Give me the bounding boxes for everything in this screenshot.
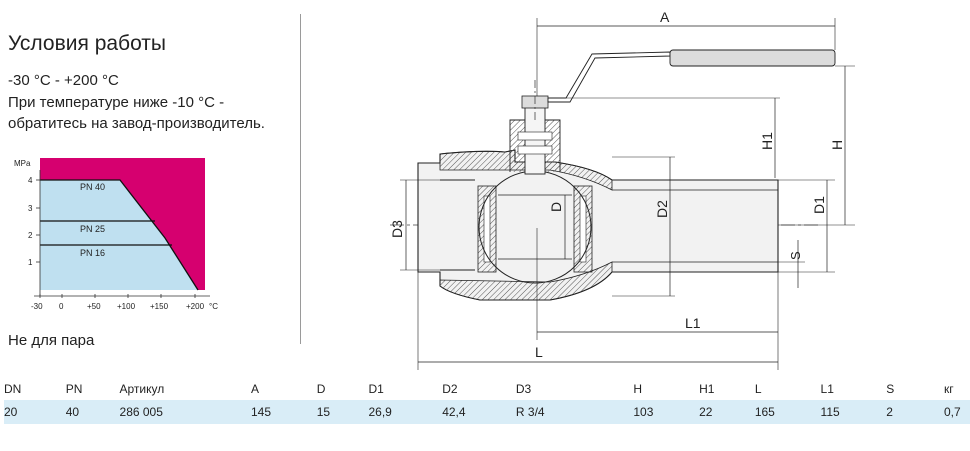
cell-d: 15 xyxy=(316,400,369,424)
y-tick-label: 3 xyxy=(28,204,33,213)
cell-l1: 115 xyxy=(820,400,887,424)
pn25-label: PN 25 xyxy=(80,224,105,234)
conditions-title: Условия работы xyxy=(8,32,167,55)
cell-h1: 22 xyxy=(699,400,755,424)
header-d2: D2 xyxy=(442,382,458,396)
table-row: 20 40 286 005 145 15 26,9 42,4 R 3/4 103… xyxy=(4,400,970,424)
header-kg: кг xyxy=(943,382,954,396)
cell-d1: 26,9 xyxy=(368,400,443,424)
header-a: A xyxy=(251,382,260,396)
temperature-note-line2: обратитесь на завод-производитель. xyxy=(8,115,265,132)
dim-label-h1: H1 xyxy=(759,132,775,150)
cell-l: 165 xyxy=(754,400,821,424)
header-s: S xyxy=(886,382,895,396)
header-d3: D3 xyxy=(515,382,532,396)
x-unit-label: °C xyxy=(209,302,218,311)
temperature-range: -30 °C - +200 °C xyxy=(8,72,119,89)
dim-label-d2: D2 xyxy=(654,200,670,218)
cell-h: 103 xyxy=(633,400,700,424)
header-l: L xyxy=(754,382,762,396)
cell-d2: 42,4 xyxy=(442,400,516,424)
header-h1: H1 xyxy=(699,382,715,396)
table-header-row: DN PN Артикул A D D1 D2 D3 H H1 L L1 S к… xyxy=(4,378,970,400)
cell-d3: R 3/4 xyxy=(515,400,634,424)
stem-seal xyxy=(517,145,553,155)
dim-label-l1: L1 xyxy=(685,315,701,331)
handle-lever xyxy=(547,51,671,103)
pressure-temperature-chart: MPa PN 40 PN 25 PN 16 4 3 2 1 -30 0 +50 … xyxy=(14,158,218,311)
dim-label-l: L xyxy=(535,344,543,360)
header-d1: D1 xyxy=(368,382,384,396)
x-tick-label: -30 xyxy=(31,302,43,311)
x-tick-label: +150 xyxy=(150,302,169,311)
header-dn: DN xyxy=(4,382,22,396)
header-d: D xyxy=(316,382,326,396)
pn16-label: PN 16 xyxy=(80,248,105,258)
spec-table: DN PN Артикул A D D1 D2 D3 H H1 L L1 S к… xyxy=(4,378,970,424)
left-seat-ring xyxy=(483,195,491,263)
section-divider xyxy=(300,14,301,344)
cell-dn: 20 xyxy=(4,400,66,424)
cell-a: 145 xyxy=(251,400,317,424)
y-unit-label: MPa xyxy=(14,159,31,168)
header-article: Артикул xyxy=(119,382,165,396)
x-tick-label: +50 xyxy=(87,302,101,311)
stem-seal xyxy=(517,131,553,141)
dim-label-d1: D1 xyxy=(811,196,827,214)
header-l1: L1 xyxy=(820,382,834,396)
y-tick-label: 2 xyxy=(28,231,33,240)
cell-article: 286 005 xyxy=(119,400,251,424)
pn40-label: PN 40 xyxy=(80,182,105,192)
ball-valve-drawing: A H1 H D D2 D1 D3 S L1 L xyxy=(389,9,855,370)
header-h: H xyxy=(633,382,643,396)
handle-grip xyxy=(669,49,836,67)
steam-note: Не для пара xyxy=(8,332,95,349)
x-tick-label: +200 xyxy=(186,302,205,311)
body-wall-bottom xyxy=(439,261,613,301)
x-tick-label: 0 xyxy=(59,302,64,311)
pressure-limit-curve xyxy=(40,179,199,291)
header-pn: PN xyxy=(65,382,83,396)
dim-label-h: H xyxy=(829,140,845,150)
cell-s: 2 xyxy=(886,400,944,424)
dim-label-a: A xyxy=(660,9,670,25)
y-tick-label: 1 xyxy=(28,258,33,267)
cell-pn: 40 xyxy=(65,400,120,424)
allowed-area xyxy=(40,180,198,290)
dim-label-d: D xyxy=(548,202,564,212)
x-tick-label: +100 xyxy=(117,302,136,311)
right-seat-ring xyxy=(579,195,587,263)
cell-kg: 0,7 xyxy=(943,400,970,424)
dim-label-d3: D3 xyxy=(389,220,405,238)
dim-label-s: S xyxy=(788,251,803,260)
temperature-note-line1: При температуре ниже -10 °C - xyxy=(8,94,225,111)
y-tick-label: 4 xyxy=(28,176,33,185)
